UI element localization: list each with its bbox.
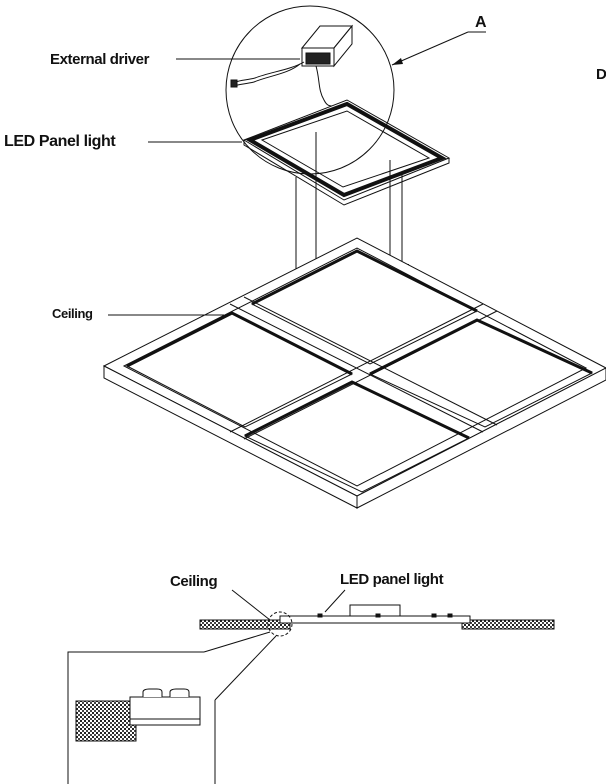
section-ceiling-left xyxy=(199,619,291,630)
enlarged-detail-box xyxy=(67,651,216,784)
ceiling-bay-top xyxy=(250,249,479,365)
ceiling-bay-left xyxy=(125,311,354,428)
led-panel-light-label-bottom: LED panel light xyxy=(340,571,444,588)
driver-cables xyxy=(233,61,333,107)
ceiling-grid xyxy=(102,237,606,509)
section-ceiling-right xyxy=(461,619,555,630)
ceiling-bay-right xyxy=(368,318,594,428)
section-led-panel xyxy=(279,604,471,624)
edge-letter-label: D xyxy=(596,66,606,83)
ceiling-label-bottom: Ceiling xyxy=(170,573,218,590)
external-driver-box xyxy=(300,24,354,68)
section-leaders xyxy=(231,589,346,621)
ceiling-bay-bottom xyxy=(243,380,471,493)
led-panel-frame xyxy=(242,99,451,206)
plug-icon xyxy=(230,79,238,88)
callout-a-label: A xyxy=(475,14,487,31)
ceiling-label-top: Ceiling xyxy=(52,306,93,321)
section-detail-circle xyxy=(203,611,293,701)
external-driver-label: External driver xyxy=(50,51,150,68)
callout-a-leader xyxy=(391,31,486,66)
led-panel-light-label: LED Panel light xyxy=(4,133,116,150)
